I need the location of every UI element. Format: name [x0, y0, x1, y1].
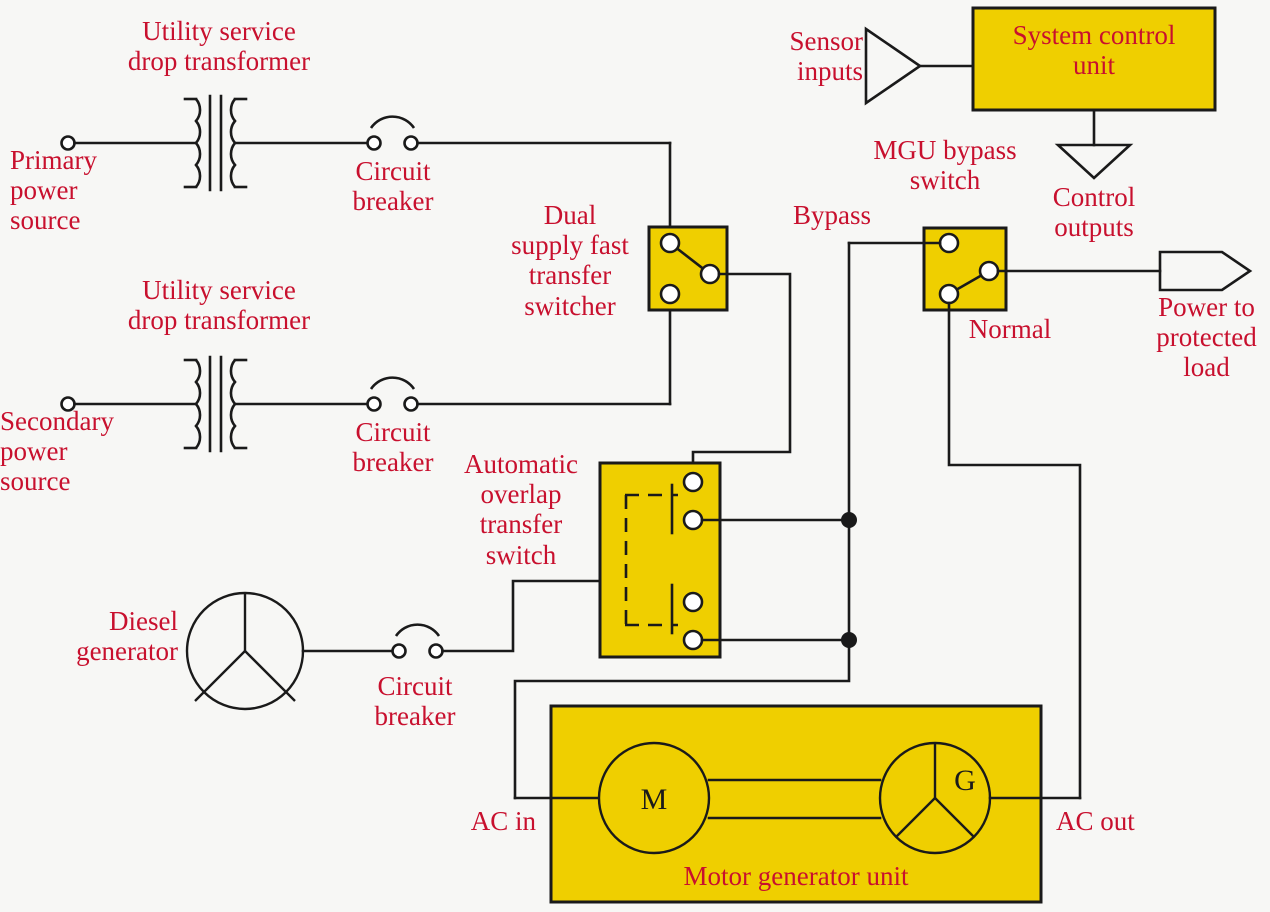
overlap-terminal-out-generator — [682, 629, 704, 651]
circuit-breaker-3-label: Circuit breaker — [374, 671, 456, 732]
sensor-inputs-label: Sensor inputs — [789, 26, 864, 87]
normal-input-from-mgu-ac-out — [947, 301, 1082, 800]
utility-transformer-1-label: Utility service drop transformer — [127, 16, 311, 77]
secondary-source-branch — [60, 396, 198, 412]
generator-symbol — [878, 741, 992, 855]
control-outputs-label: Control outputs — [1052, 182, 1136, 243]
mgu-bypass-switch-block[interactable] — [922, 226, 1008, 312]
bypass-terminal-normal — [938, 283, 960, 305]
dual-supply-transfer-switcher-block[interactable] — [647, 225, 729, 312]
bypass-position-label: Bypass — [792, 200, 871, 230]
ac-in-label: AC in — [470, 806, 536, 836]
motor-symbol — [597, 741, 711, 855]
power-to-protected-load-arrow-icon — [1158, 250, 1253, 292]
overlap-terminal-out-utility — [682, 509, 704, 531]
sensor-inputs-triangle-icon — [864, 26, 923, 106]
bypass-terminal-common — [978, 260, 1000, 282]
secondary-power-source-label: Secondary power source — [0, 406, 114, 497]
mgu-bypass-switch-label: MGU bypass switch — [873, 135, 1017, 196]
utility-transformer-1-symbol — [183, 94, 376, 192]
diesel-generator-label: Diesel generator — [76, 606, 178, 667]
system-control-unit-block[interactable] — [971, 6, 1217, 112]
system-control-unit-label: System control unit — [1012, 20, 1176, 81]
motor-generator-unit-label: Motor generator unit — [683, 861, 909, 891]
power-to-protected-load-label: Power to protected load — [1156, 292, 1257, 383]
automatic-overlap-transfer-switch-block[interactable] — [598, 461, 722, 659]
circuit-breaker-1-symbol — [366, 115, 672, 151]
switcher-terminal-secondary — [659, 283, 681, 305]
normal-position-label: Normal — [968, 314, 1052, 344]
primary-source-branch — [60, 135, 198, 151]
overlap-terminal-in-generator — [682, 591, 704, 613]
circuit-breaker-2-label: Circuit breaker — [352, 417, 434, 478]
bypass-terminal-bypass — [938, 232, 960, 254]
generator-letter-glyph: G — [954, 764, 976, 797]
circuit-breaker-3-symbol — [391, 623, 444, 659]
circuit-breaker-2-symbol — [366, 376, 672, 412]
automatic-overlap-transfer-switch-label: Automatic overlap transfer switch — [464, 449, 578, 570]
switcher-terminal-common — [699, 263, 721, 285]
overlap-terminal-in-utility — [682, 471, 704, 493]
utility-transformer-2-label: Utility service drop transformer — [127, 275, 311, 336]
utility-transformer-2-symbol — [183, 355, 376, 453]
ac-out-label: AC out — [1056, 806, 1135, 836]
primary-power-source-label: Primary power source — [10, 145, 97, 236]
diesel-generator-symbol — [185, 591, 395, 711]
control-outputs-triangle-icon — [1054, 143, 1134, 180]
main-bus-to-mgu-ac-in — [513, 241, 851, 800]
switcher-terminal-primary — [659, 232, 681, 254]
dual-supply-transfer-switcher-label: Dual supply fast transfer switcher — [511, 200, 629, 321]
circuit-breaker-1-label: Circuit breaker — [352, 156, 434, 217]
motor-letter-glyph: M — [641, 783, 668, 816]
